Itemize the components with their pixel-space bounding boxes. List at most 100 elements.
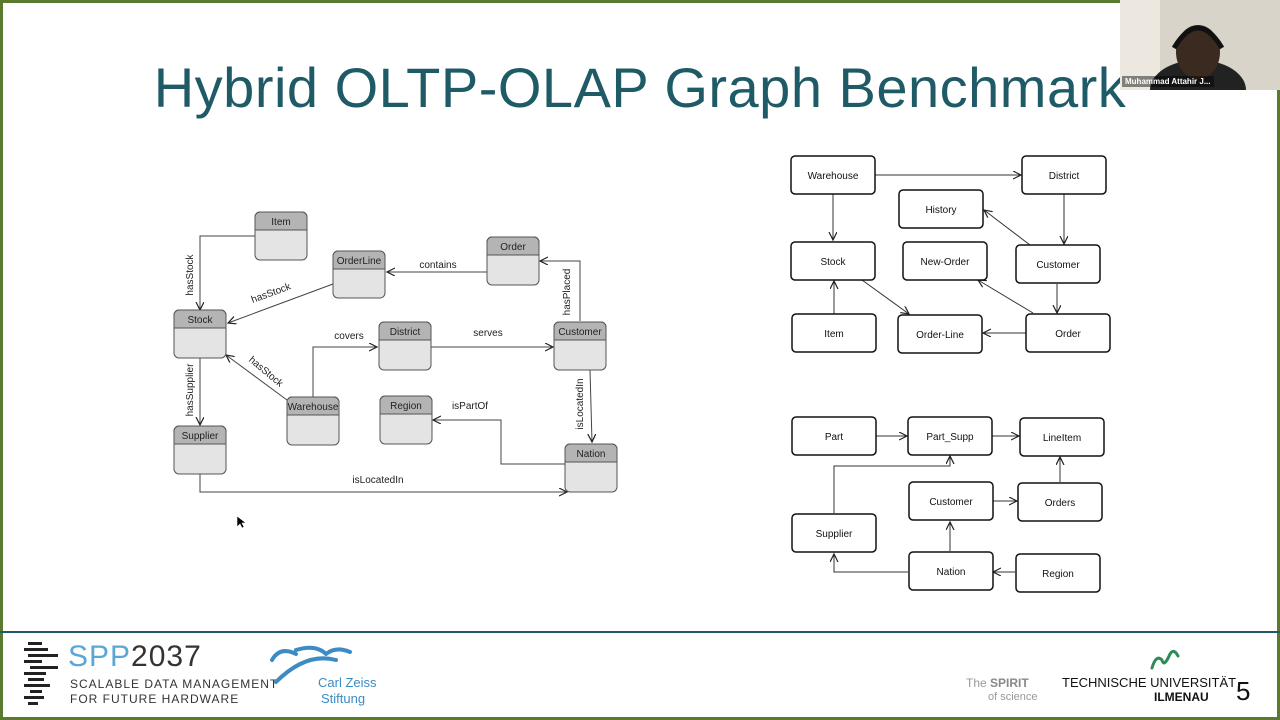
svg-text:LineItem: LineItem: [1043, 433, 1081, 444]
svg-text:Region: Region: [1042, 569, 1074, 580]
edge-label: isLocatedIn: [352, 475, 403, 486]
edge-warehouse-district: [312, 347, 377, 397]
tpcc-node-district[interactable]: District: [1021, 155, 1107, 195]
svg-text:Warehouse: Warehouse: [808, 171, 859, 182]
svg-text:Stock: Stock: [820, 257, 846, 268]
tpcc-node-warehouse[interactable]: Warehouse: [790, 155, 876, 195]
tpcc-schema: Warehouse District History Stock New-Ord…: [790, 155, 1111, 354]
tpch-node-part-supp[interactable]: Part_Supp: [907, 416, 993, 456]
node-label: Stock: [187, 315, 213, 326]
edge-supplier-nation: [199, 474, 567, 492]
edge-nation-region: [433, 420, 565, 465]
edge-nation-supplier: [834, 554, 908, 573]
node-label: Customer: [558, 327, 602, 338]
tpcc-node-order[interactable]: Order: [1025, 313, 1111, 353]
node-supplier[interactable]: Supplier: [173, 425, 227, 475]
tpcc-node-item[interactable]: Item: [791, 313, 877, 353]
edge-label: serves: [473, 328, 502, 339]
spp-logo-icon: [24, 642, 58, 705]
edge-label: hasSupplier: [185, 363, 196, 416]
svg-text:Supplier: Supplier: [816, 529, 853, 540]
node-item[interactable]: Item: [254, 211, 308, 261]
node-order[interactable]: Order: [486, 236, 540, 286]
node-stock[interactable]: Stock: [173, 309, 227, 359]
edge-order-neworder: [978, 280, 1034, 314]
tpcc-node-new-order[interactable]: New-Order: [902, 241, 988, 281]
tpch-node-orders[interactable]: Orders: [1017, 482, 1103, 522]
tpch-node-nation[interactable]: Nation: [908, 551, 994, 591]
edge-warehouse-stock: [226, 355, 288, 401]
tu-ilmenau-logo-icon: [1150, 649, 1180, 670]
node-label: Region: [390, 401, 422, 412]
czs-line1: Carl Zeiss: [318, 675, 377, 690]
page-number: 5: [1236, 676, 1251, 706]
edge-label: hasStock: [250, 281, 293, 306]
node-nation[interactable]: Nation: [564, 443, 618, 493]
edge-label: isPartOf: [452, 401, 488, 412]
svg-text:Nation: Nation: [937, 567, 966, 578]
edge-customer-nation: [590, 369, 592, 442]
spirit-line2: of science: [988, 691, 1038, 703]
node-label: Supplier: [182, 431, 219, 442]
svg-text:Customer: Customer: [1036, 260, 1080, 271]
svg-text:Customer: Customer: [929, 497, 973, 508]
tpch-node-supplier[interactable]: Supplier: [791, 513, 877, 553]
svg-text:New-Order: New-Order: [921, 257, 971, 268]
page-title: Hybrid OLTP-OLAP Graph Benchmark: [153, 56, 1127, 119]
czs-logo-icon: [270, 645, 352, 684]
tpcc-node-stock[interactable]: Stock: [790, 241, 876, 281]
video-thumbnail[interactable]: Muhammad Attahir J...: [1120, 0, 1280, 90]
svg-text:Order: Order: [1055, 329, 1081, 340]
czs-line2: Stiftung: [321, 691, 366, 706]
svg-text:Orders: Orders: [1045, 498, 1076, 509]
node-customer[interactable]: Customer: [553, 321, 607, 371]
mouse-cursor-icon: [236, 515, 247, 529]
diagram-canvas: hasStock hasStock contains hasPlaced cov…: [173, 155, 1111, 593]
node-label: District: [390, 327, 421, 338]
spirit-line1: The SPIRIT: [966, 676, 1029, 690]
edge-label: isLocatedIn: [575, 378, 586, 429]
slide: [3, 3, 1277, 717]
participant-name: Muhammad Attahir J...: [1122, 76, 1214, 87]
svg-text:History: History: [925, 205, 956, 216]
tpch-node-lineitem[interactable]: LineItem: [1019, 417, 1105, 457]
node-district[interactable]: District: [378, 321, 432, 371]
spp-subtitle-line2: FOR FUTURE HARDWARE: [70, 692, 240, 706]
edge-stock-orderline: [861, 279, 909, 314]
tpch-node-customer[interactable]: Customer: [908, 481, 994, 521]
node-label: Order: [500, 242, 526, 253]
node-region[interactable]: Region: [379, 395, 433, 445]
tpcc-node-order-line[interactable]: Order-Line: [897, 314, 983, 354]
footer-divider: [0, 631, 1280, 633]
edge-orderline-stock: [228, 283, 334, 323]
spp-prefix: SPP: [68, 640, 132, 673]
left-graph-schema: hasStock hasStock contains hasPlaced cov…: [173, 211, 618, 493]
tu-line1: TECHNISCHE UNIVERSITÄT: [1062, 675, 1237, 690]
edge-label: covers: [334, 331, 363, 342]
spp-title: SPP2037: [68, 640, 202, 674]
participant-avatar: [1120, 0, 1280, 90]
tpch-node-part[interactable]: Part: [791, 416, 877, 456]
node-warehouse[interactable]: Warehouse: [286, 396, 340, 446]
node-label: Nation: [577, 449, 606, 460]
edge-item-stock: [200, 235, 255, 310]
edge-label: hasPlaced: [562, 269, 573, 316]
node-label: Item: [271, 217, 290, 228]
spp-number: 2037: [131, 640, 202, 673]
node-label: Warehouse: [288, 402, 339, 413]
tpch-schema: Part Part_Supp LineItem Customer Orders …: [791, 416, 1105, 593]
tu-line2: ILMENAU: [1154, 690, 1209, 704]
tpcc-node-customer[interactable]: Customer: [1015, 244, 1101, 284]
tpch-node-region[interactable]: Region: [1015, 553, 1101, 593]
spp-subtitle-line1: SCALABLE DATA MANAGEMENT: [70, 677, 279, 691]
edge-label: hasStock: [185, 253, 196, 295]
edge-customer-order: [540, 261, 581, 321]
tpcc-node-history[interactable]: History: [898, 189, 984, 229]
edge-label: contains: [419, 260, 456, 271]
edge-supplier-partsupp: [833, 456, 950, 513]
node-label: OrderLine: [337, 256, 382, 267]
svg-text:Item: Item: [824, 329, 843, 340]
node-orderline[interactable]: OrderLine: [332, 250, 386, 299]
svg-text:Part_Supp: Part_Supp: [926, 432, 974, 443]
svg-text:District: District: [1049, 171, 1080, 182]
